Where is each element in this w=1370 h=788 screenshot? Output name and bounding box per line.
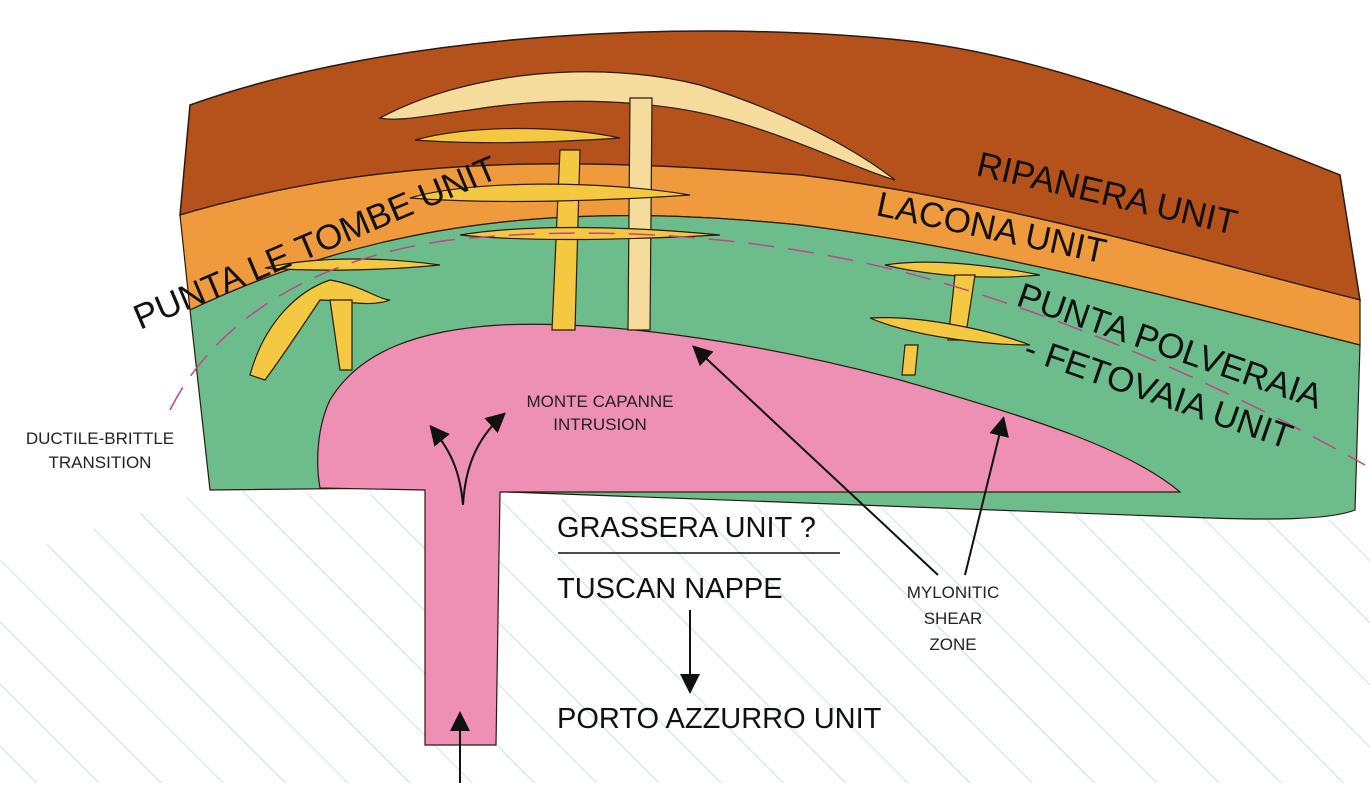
grassera-unit-label: GRASSERA UNIT ? xyxy=(557,512,816,544)
porto-azzurro-unit-label: PORTO AZZURRO UNIT xyxy=(557,703,882,735)
yellow-dyke-right-stub xyxy=(902,345,918,375)
mylonitic-label-line2: SHEAR xyxy=(924,609,983,628)
mylonitic-label-line1: MYLONITIC xyxy=(907,583,1000,602)
pale-dyke xyxy=(628,98,652,330)
mylonitic-label-line3: ZONE xyxy=(929,635,976,654)
monte-capanne-label-line1: MONTE CAPANNE xyxy=(526,392,673,411)
monte-capanne-label-line2: INTRUSION xyxy=(553,415,647,434)
tuscan-nappe-label: TUSCAN NAPPE xyxy=(557,573,783,605)
ductile-label-line2: TRANSITION xyxy=(49,453,152,472)
ductile-label-line1: DUCTILE-BRITTLE xyxy=(26,429,174,448)
